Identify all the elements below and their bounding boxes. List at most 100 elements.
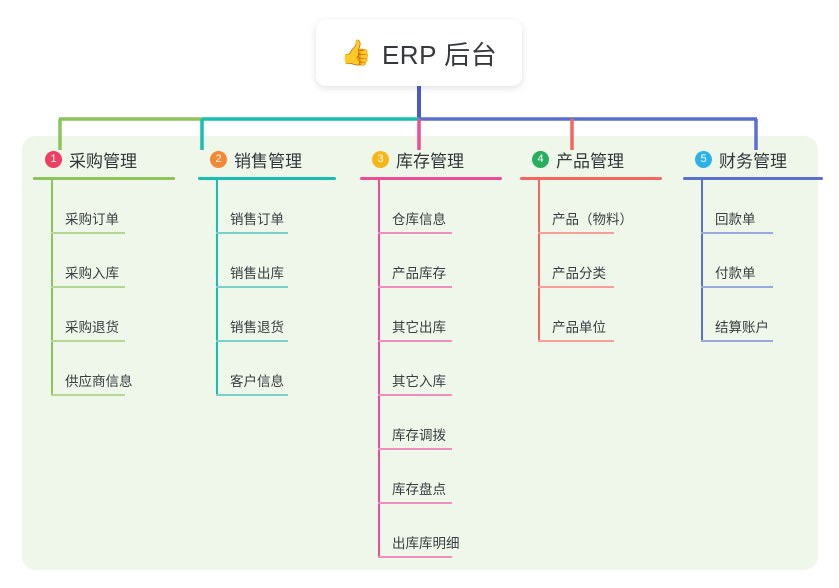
leaf-node[interactable]: 采购订单 <box>51 180 175 234</box>
leaf-node-rule <box>378 286 452 288</box>
leaf-node-label: 采购入库 <box>65 266 119 282</box>
leaf-node[interactable]: 采购退货 <box>51 288 175 342</box>
column-销售管理: 2 销售管理销售订单销售出库销售退货客户信息 <box>198 146 336 396</box>
leaf-node[interactable]: 销售订单 <box>216 180 336 234</box>
column-number-badge: 2 <box>210 150 227 168</box>
column-库存管理: 3 库存管理仓库信息产品库存其它出库其它入库库存调拨库存盘点出库库明细 <box>360 146 502 558</box>
column-header[interactable]: 4 产品管理 <box>520 146 662 172</box>
leaf-node[interactable]: 采购入库 <box>51 234 175 288</box>
leaf-node-label: 供应商信息 <box>65 374 133 390</box>
leaf-node[interactable]: 库存盘点 <box>378 450 502 504</box>
leaf-node-rule <box>378 502 452 504</box>
leaf-node[interactable]: 产品库存 <box>378 234 502 288</box>
column-财务管理: 5 财务管理回款单付款单结算账户 <box>683 146 823 342</box>
column-header-rule <box>33 177 175 180</box>
leaf-node-rule <box>216 286 288 288</box>
leaf-node-rule <box>51 286 125 288</box>
leaf-node-rule <box>216 394 288 396</box>
column-spine <box>701 180 703 342</box>
leaf-node-rule <box>51 232 125 234</box>
column-number-badge: 1 <box>45 150 62 168</box>
column-spine <box>216 180 218 396</box>
leaf-node-rule <box>701 286 773 288</box>
column-children: 仓库信息产品库存其它出库其它入库库存调拨库存盘点出库库明细 <box>360 180 502 558</box>
root-node-title: ERP 后台 <box>381 39 498 70</box>
leaf-node[interactable]: 库存调拨 <box>378 396 502 450</box>
leaf-node-rule <box>378 394 452 396</box>
leaf-node-label: 结算账户 <box>715 320 769 336</box>
root-node[interactable]: 👍 ERP 后台 <box>316 20 522 86</box>
leaf-node[interactable]: 销售出库 <box>216 234 336 288</box>
column-title: 产品管理 <box>556 151 624 171</box>
thumbs-up-icon: 👍 <box>340 38 372 67</box>
leaf-node-rule <box>538 232 614 234</box>
leaf-node-label: 产品库存 <box>392 266 446 282</box>
leaf-node[interactable]: 出库库明细 <box>378 504 502 558</box>
column-children: 采购订单采购入库采购退货供应商信息 <box>33 180 175 396</box>
leaf-node[interactable]: 产品分类 <box>538 234 662 288</box>
column-children: 回款单付款单结算账户 <box>683 180 823 342</box>
column-title: 采购管理 <box>69 151 137 171</box>
leaf-node[interactable]: 结算账户 <box>701 288 823 342</box>
leaf-node-label: 产品分类 <box>552 266 606 282</box>
column-采购管理: 1 采购管理采购订单采购入库采购退货供应商信息 <box>33 146 175 396</box>
column-header[interactable]: 3 库存管理 <box>360 146 502 172</box>
column-children: 销售订单销售出库销售退货客户信息 <box>198 180 336 396</box>
column-number-badge: 5 <box>695 150 712 168</box>
leaf-node-rule <box>701 232 773 234</box>
leaf-node-rule <box>51 394 125 396</box>
leaf-node[interactable]: 付款单 <box>701 234 823 288</box>
leaf-node[interactable]: 销售退货 <box>216 288 336 342</box>
leaf-node-label: 库存调拨 <box>392 428 446 444</box>
leaf-node-label: 销售订单 <box>230 212 284 228</box>
leaf-node-label: 采购退货 <box>65 320 119 336</box>
column-number-badge: 3 <box>372 150 389 168</box>
leaf-node[interactable]: 其它入库 <box>378 342 502 396</box>
column-number-badge: 4 <box>532 150 549 168</box>
column-title: 财务管理 <box>719 151 787 171</box>
leaf-node-label: 销售出库 <box>230 266 284 282</box>
leaf-node-rule <box>378 556 452 558</box>
leaf-node-label: 付款单 <box>715 266 756 282</box>
leaf-node-rule <box>216 232 288 234</box>
leaf-node-rule <box>378 232 452 234</box>
leaf-node[interactable]: 产品（物料） <box>538 180 662 234</box>
leaf-node-label: 销售退货 <box>230 320 284 336</box>
column-spine <box>538 180 540 342</box>
leaf-node[interactable]: 仓库信息 <box>378 180 502 234</box>
column-spine <box>378 180 380 558</box>
leaf-node-rule <box>701 340 773 342</box>
leaf-node-label: 采购订单 <box>65 212 119 228</box>
leaf-node-label: 客户信息 <box>230 374 284 390</box>
leaf-node-label: 库存盘点 <box>392 482 446 498</box>
column-header[interactable]: 5 财务管理 <box>683 146 823 172</box>
column-title: 销售管理 <box>234 151 302 171</box>
diagram-background-panel <box>22 136 818 570</box>
leaf-node[interactable]: 供应商信息 <box>51 342 175 396</box>
column-header-rule <box>198 177 336 180</box>
column-header-rule <box>520 177 662 180</box>
column-header[interactable]: 1 采购管理 <box>33 146 175 172</box>
leaf-node[interactable]: 客户信息 <box>216 342 336 396</box>
leaf-node-label: 回款单 <box>715 212 756 228</box>
leaf-node[interactable]: 产品单位 <box>538 288 662 342</box>
leaf-node[interactable]: 其它出库 <box>378 288 502 342</box>
column-header[interactable]: 2 销售管理 <box>198 146 336 172</box>
leaf-node[interactable]: 回款单 <box>701 180 823 234</box>
leaf-node-label: 仓库信息 <box>392 212 446 228</box>
column-header-rule <box>683 177 823 180</box>
column-spine <box>51 180 53 396</box>
leaf-node-rule <box>538 340 614 342</box>
leaf-node-rule <box>378 448 452 450</box>
column-产品管理: 4 产品管理产品（物料） 产品分类产品单位 <box>520 146 662 342</box>
column-header-rule <box>360 177 502 180</box>
leaf-node-label: 其它入库 <box>392 374 446 390</box>
leaf-node-rule <box>378 340 452 342</box>
leaf-node-label: 产品单位 <box>552 320 606 336</box>
leaf-node-label: 其它出库 <box>392 320 446 336</box>
leaf-node-label: 产品（物料） <box>552 212 633 228</box>
leaf-node-rule <box>51 340 125 342</box>
leaf-node-rule <box>216 340 288 342</box>
column-title: 库存管理 <box>396 151 464 171</box>
